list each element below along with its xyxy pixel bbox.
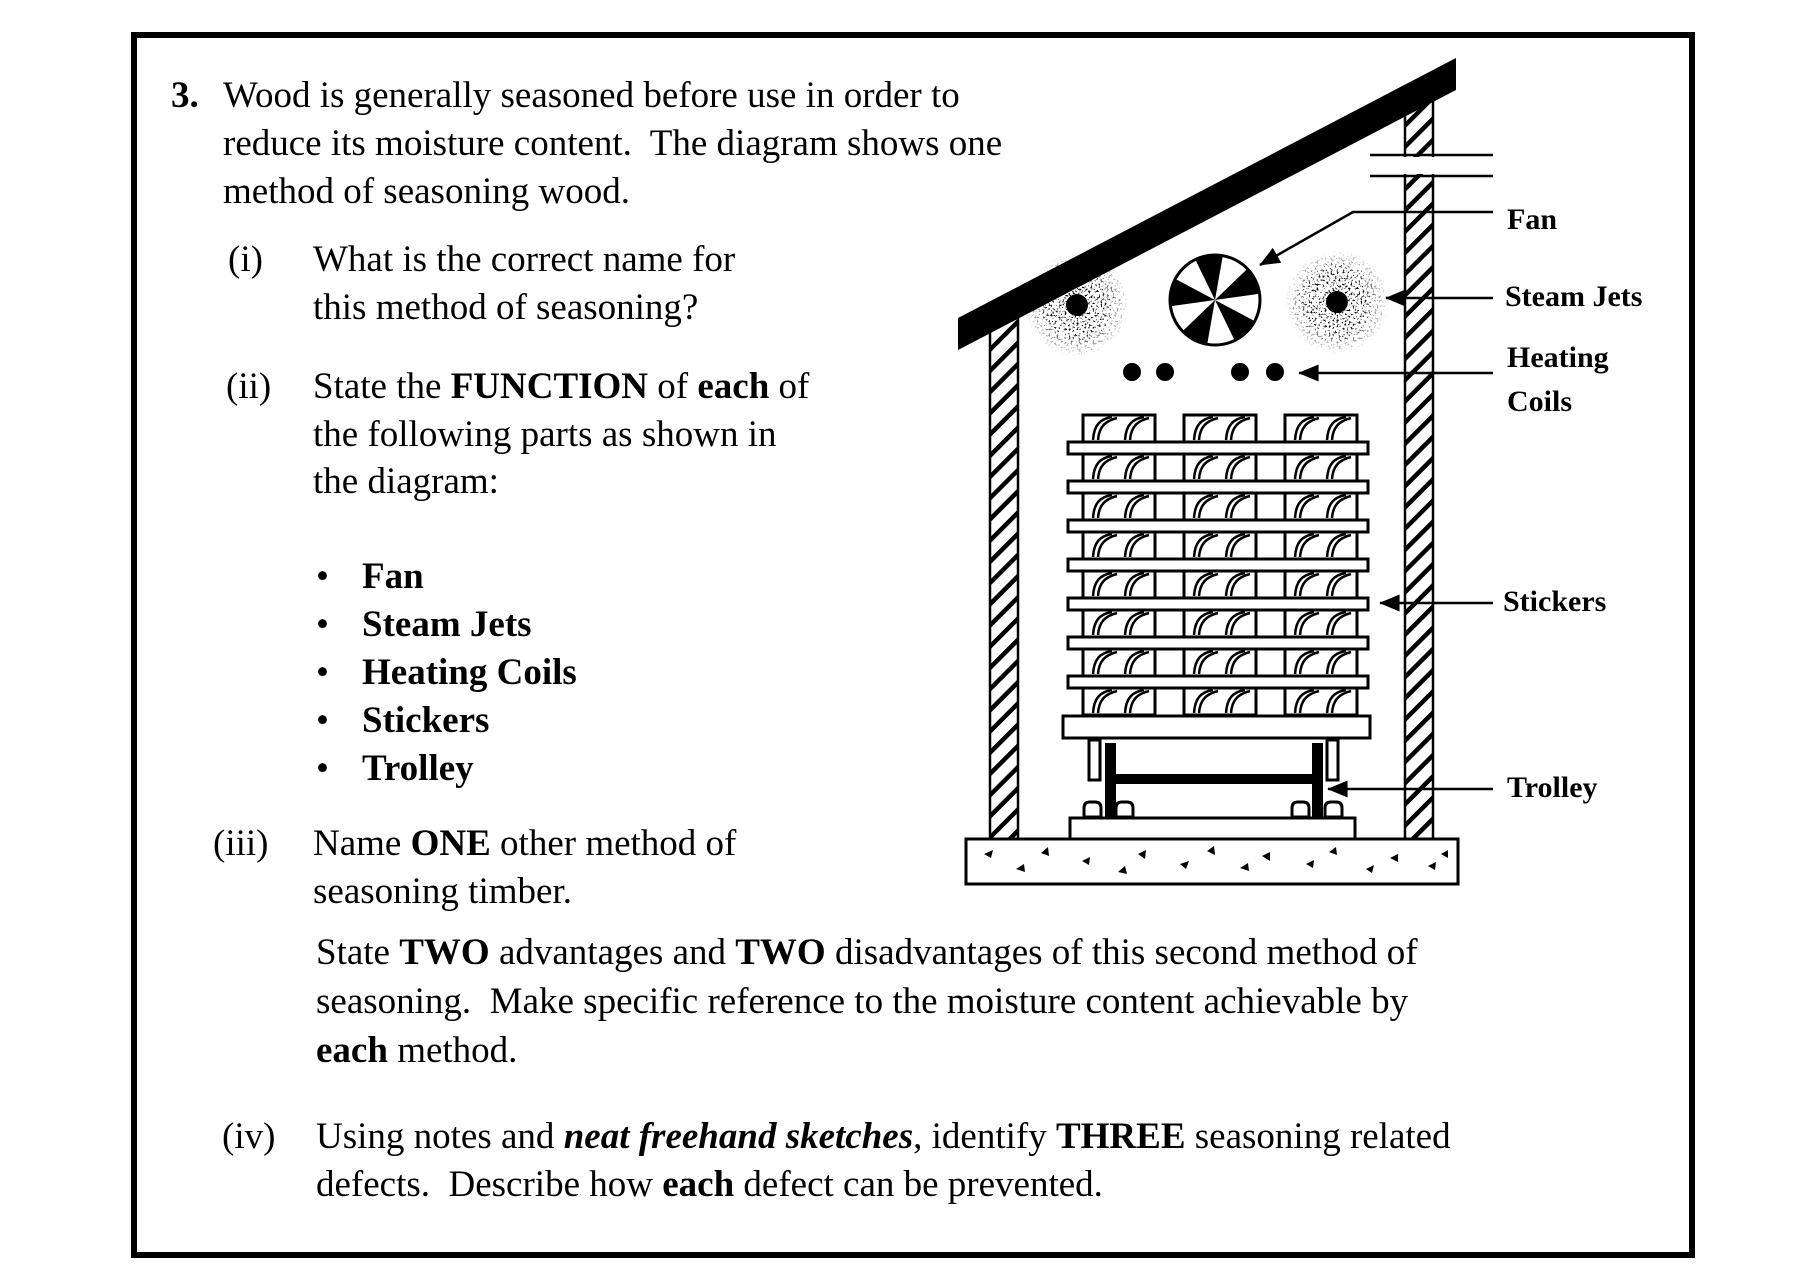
diagram-label-stickers: Stickers: [1503, 585, 1607, 618]
bullet-icon: •: [316, 748, 329, 789]
bullet-icon: •: [316, 556, 329, 597]
part-iii-line: seasoning. Make specific reference to th…: [316, 981, 1409, 1022]
part-i-line: this method of seasoning?: [313, 287, 699, 328]
intro-line: Wood is generally seasoned before use in…: [223, 75, 960, 116]
fan-leader-line: [1259, 210, 1493, 267]
part-iii-line: seasoning timber.: [313, 871, 572, 912]
bullet-item: • Trolley: [316, 747, 474, 791]
bullet-icon: •: [316, 604, 329, 645]
trolley-wheel: [1323, 800, 1344, 819]
bullet-icon: •: [316, 652, 329, 693]
left-wall: [988, 313, 1020, 841]
diagram-label-heating: Heating: [1507, 341, 1609, 374]
stack-platform: [1061, 714, 1372, 740]
bullet-item: • Steam Jets: [316, 603, 532, 647]
bullet-item: • Fan: [316, 555, 424, 599]
part-i-label: (i): [228, 239, 263, 280]
diagram-label-steam-jets: Steam Jets: [1505, 280, 1643, 313]
foundation: [964, 837, 1460, 886]
fan-icon: [1168, 253, 1262, 347]
steam-jet-cloud-left: [1025, 253, 1129, 357]
part-ii-line: the following parts as shown in: [313, 414, 777, 455]
trolley: [1068, 738, 1357, 841]
part-ii-label: (ii): [226, 366, 272, 407]
question-border-box: [131, 32, 1695, 1258]
steam-jet-cloud-right: [1285, 250, 1389, 354]
part-iii-line: State TWO advantages and TWO disadvantag…: [316, 932, 1418, 973]
question-number: 3.: [171, 75, 199, 116]
bullet-label: Steam Jets: [362, 604, 532, 645]
part-iv-line: defects. Describe how each defect can be…: [316, 1164, 1103, 1205]
intro-line: reduce its moisture content. The diagram…: [223, 123, 1003, 164]
right-wall: [1403, 96, 1435, 841]
bullet-label: Trolley: [362, 748, 474, 789]
intro-line: method of seasoning wood.: [223, 171, 630, 212]
part-i-line: What is the correct name for: [313, 239, 736, 280]
trolley-wheel: [1082, 800, 1103, 819]
vent-gap: [1402, 157, 1436, 174]
part-ii-line: State the FUNCTION of each of: [313, 366, 810, 407]
foundation-specks: [984, 846, 1448, 874]
diagram-label-fan: Fan: [1507, 203, 1558, 236]
trolley-wheel: [1290, 800, 1311, 819]
bullet-label: Heating Coils: [362, 652, 577, 693]
trolley-wheel: [1114, 800, 1135, 819]
part-iii-label: (iii): [213, 823, 269, 864]
kiln-diagram: [958, 58, 1493, 886]
heating-coil-dots: [1123, 363, 1284, 381]
part-iv-label: (iv): [222, 1116, 276, 1157]
bullet-item: • Heating Coils: [316, 651, 577, 695]
diagram-label-trolley: Trolley: [1507, 771, 1598, 804]
part-iii-line: each method.: [316, 1030, 518, 1071]
part-iv-line: Using notes and neat freehand sketches, …: [316, 1116, 1451, 1157]
bullet-item: • Stickers: [316, 699, 489, 743]
part-ii-line: the diagram:: [313, 461, 499, 502]
diagram-label-coils: Coils: [1507, 385, 1573, 418]
bullet-icon: •: [316, 700, 329, 741]
bullet-label: Fan: [362, 556, 424, 597]
bullet-label: Stickers: [362, 700, 490, 741]
sticker-bars: [1066, 440, 1370, 690]
part-iii-line: Name ONE other method of: [313, 823, 737, 864]
